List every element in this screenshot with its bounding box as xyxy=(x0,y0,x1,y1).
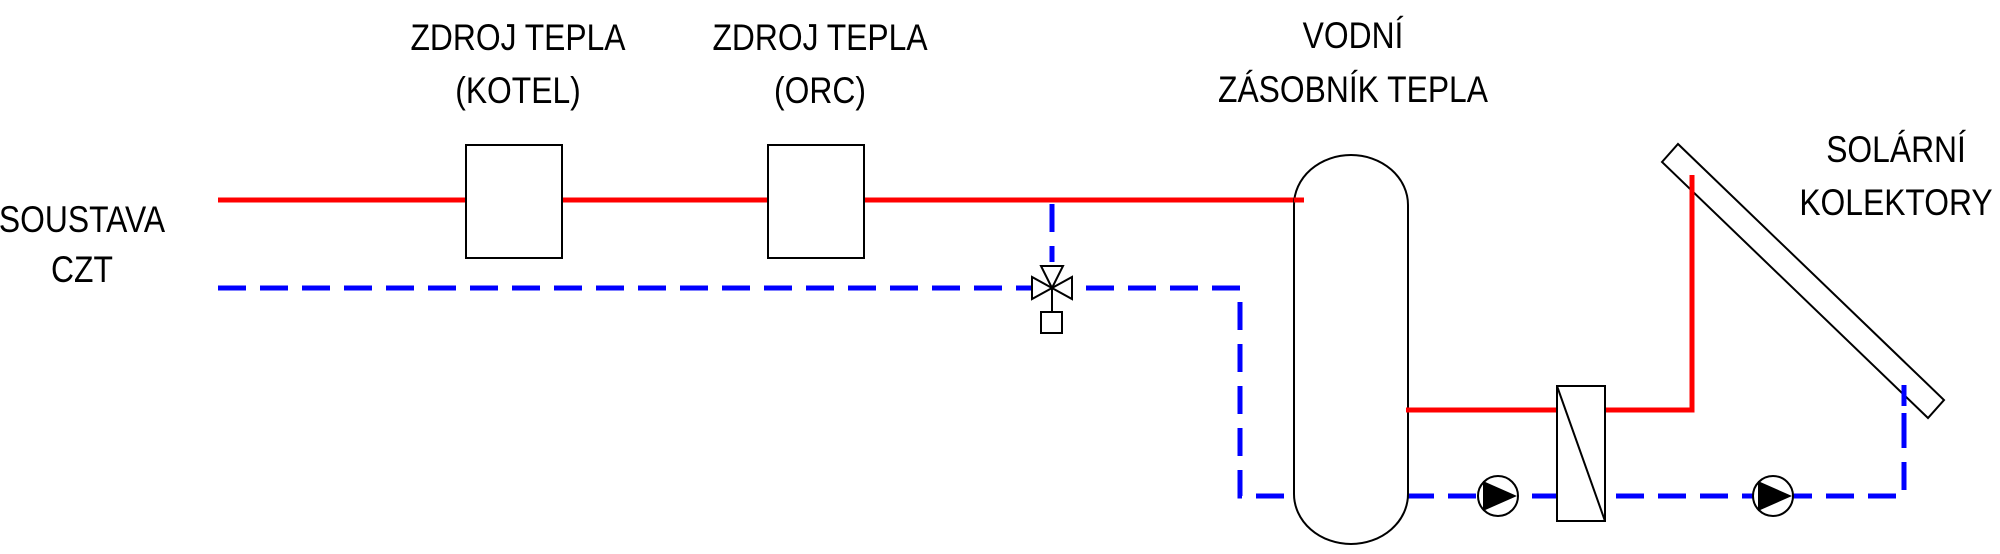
three-way-valve xyxy=(1031,265,1073,334)
heat-exchanger-diagonal xyxy=(1556,385,1606,522)
orc-box xyxy=(767,144,865,259)
label-boiler: ZDROJ TEPLA (KOTEL) xyxy=(410,18,625,112)
pump-solar-side-arrow xyxy=(1758,481,1792,511)
label-district-heating-line2: CZT xyxy=(51,250,113,291)
valve-actuator xyxy=(1040,311,1063,334)
label-solar-line1: SOLÁRNÍ xyxy=(1826,129,1966,171)
label-solar: SOLÁRNÍ KOLEKTORY xyxy=(1799,129,1992,224)
pump-storage-side-arrow xyxy=(1483,481,1517,511)
label-boiler-line1: ZDROJ TEPLA xyxy=(410,18,625,59)
pump-storage-side xyxy=(1477,475,1519,517)
storage-tank xyxy=(1293,154,1409,545)
label-storage-line1: VODNÍ xyxy=(1303,15,1404,57)
supply-lines xyxy=(218,175,1695,413)
label-storage-line2: ZÁSOBNÍK TEPLA xyxy=(1218,69,1488,111)
valve-right-wedge xyxy=(1049,275,1073,301)
boiler-box xyxy=(465,144,563,259)
valve-top-wedge xyxy=(1039,265,1065,291)
label-solar-line2: KOLEKTORY xyxy=(1799,183,1992,224)
label-district-heating: SOUSTAVA CZT xyxy=(0,200,165,291)
label-district-heating-line1: SOUSTAVA xyxy=(0,200,165,241)
solar-collector xyxy=(1660,142,1946,420)
valve-left-wedge xyxy=(1031,275,1055,301)
solar-supply-line xyxy=(1406,175,1695,413)
return-lines xyxy=(218,204,1907,499)
label-orc-line1: ZDROJ TEPLA xyxy=(712,18,927,59)
label-orc: ZDROJ TEPLA (ORC) xyxy=(712,18,927,112)
pump-solar-side xyxy=(1752,475,1794,517)
solar-return-line xyxy=(1406,385,1907,499)
label-storage: VODNÍ ZÁSOBNÍK TEPLA xyxy=(1218,15,1488,111)
label-boiler-line2: (KOTEL) xyxy=(455,71,581,112)
label-orc-line2: (ORC) xyxy=(774,71,866,112)
storage-return-line xyxy=(1086,285,1294,499)
heat-exchanger xyxy=(1556,385,1606,522)
